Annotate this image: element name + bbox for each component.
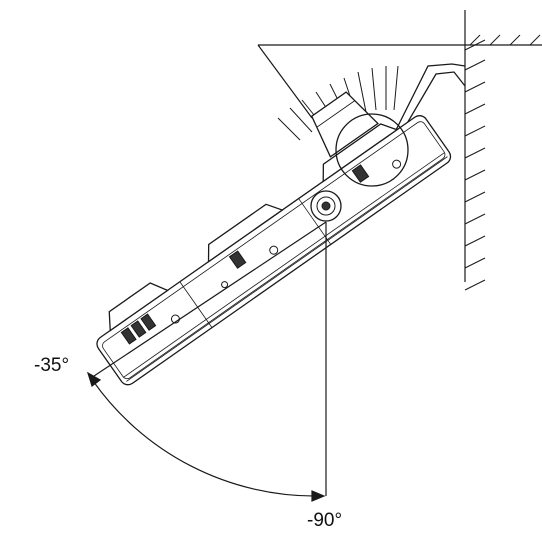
tilt-range-arc bbox=[90, 377, 321, 497]
arc-arrow-start bbox=[86, 371, 102, 387]
wall-hatching bbox=[464, 39, 486, 291]
angle-label-max: -90° bbox=[307, 510, 343, 531]
angle-label-min: -35° bbox=[34, 355, 70, 376]
tilt-reference-line bbox=[90, 221, 327, 379]
arc-arrow-end bbox=[311, 490, 326, 502]
ceiling-hatching bbox=[469, 34, 541, 46]
angle-indicator bbox=[86, 221, 327, 502]
mounting-bracket bbox=[394, 63, 466, 133]
detail-callout-circle bbox=[335, 113, 409, 187]
device-body bbox=[96, 91, 452, 386]
pivot-joint bbox=[310, 190, 342, 222]
mounting-surface bbox=[257, 10, 542, 291]
